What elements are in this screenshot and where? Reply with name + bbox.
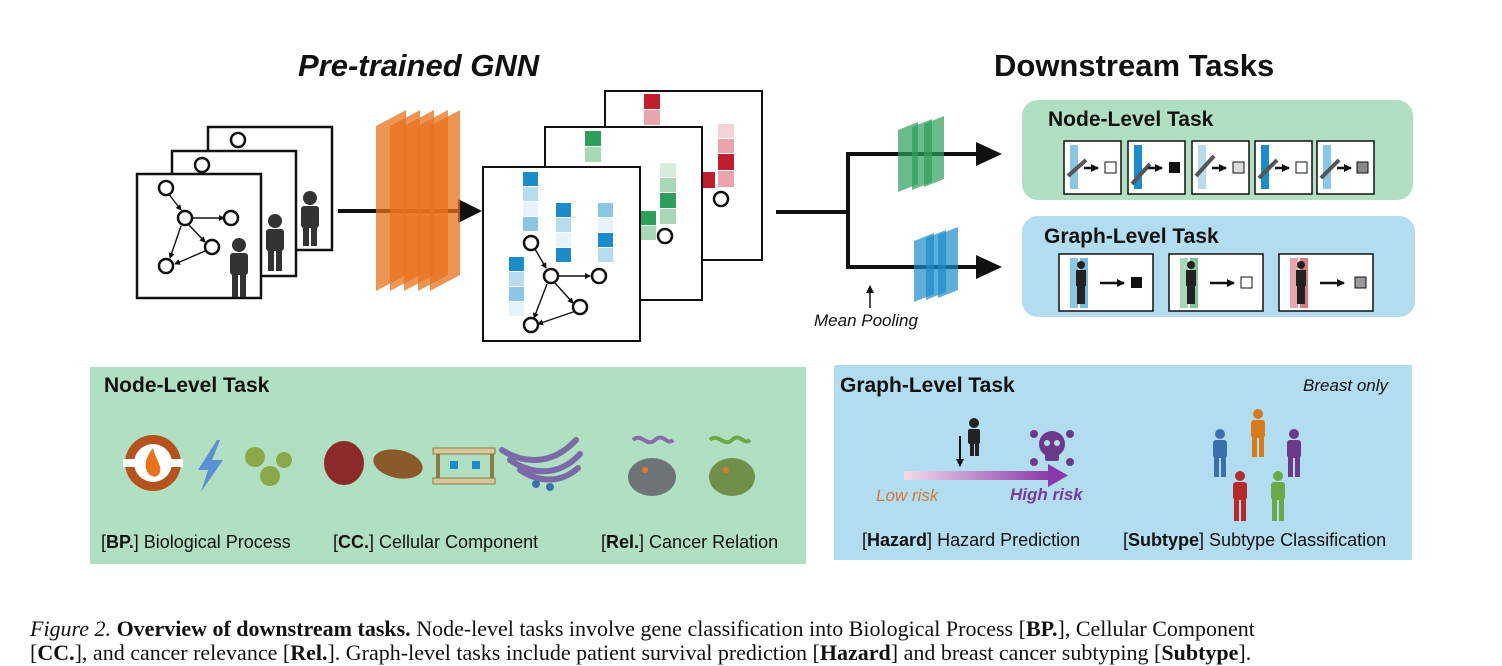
skull-icon: [1030, 430, 1074, 466]
person-icon: [266, 214, 284, 271]
top-node-level-title: Node-Level Task: [1048, 108, 1214, 131]
node-panel-icons: [123, 435, 755, 496]
node-projection-layer: [898, 116, 944, 192]
node-panel-title: Node-Level Task: [104, 374, 270, 397]
rel-label: [Rel.] Cancer Relation: [601, 532, 779, 552]
person-icon-green: [1271, 471, 1285, 521]
graph-level-panel: [834, 365, 1412, 560]
graph-panel-title: Graph-Level Task: [840, 374, 1015, 397]
membrane-icon: [432, 447, 496, 485]
graph-task-icons: [1058, 253, 1374, 312]
pipeline-diagram: [135, 90, 1415, 342]
person-icon-orange: [1251, 409, 1265, 457]
downstream-tasks-title: Downstream Tasks: [994, 48, 1275, 83]
cc-label: [CC.] Cellular Component: [333, 532, 539, 552]
low-risk-label: Low risk: [876, 486, 939, 505]
embedding-graph-stack: [482, 90, 763, 342]
mean-pooling-label: Mean Pooling: [814, 311, 918, 330]
person-icon: [230, 238, 248, 297]
golgi-icon: [499, 437, 583, 483]
gears-icon: [245, 447, 292, 486]
graph-projection-layer: [914, 227, 958, 302]
person-icon-blue: [1213, 429, 1227, 477]
cancer-cell-dna-icon: [628, 435, 676, 496]
subtype-label: [Subtype] Subtype Classification: [1123, 530, 1387, 550]
patient-icon: [968, 418, 980, 456]
input-graph-stack: [135, 125, 334, 300]
high-risk-label: High risk: [1010, 485, 1083, 504]
person-icon: [301, 191, 319, 246]
breast-only-note: Breast only: [1303, 376, 1389, 395]
cancer-cell-dna-icon: [708, 435, 755, 496]
person-icon-purple: [1287, 429, 1301, 477]
node-task-icons: [1063, 140, 1375, 195]
graph-panel-icons: [904, 409, 1301, 521]
figure-caption-line1: Figure 2. Overview of downstream tasks. …: [30, 616, 1255, 641]
fire-cell-icon: [123, 435, 183, 491]
gnn-layers: [376, 110, 460, 291]
cell-icon: [324, 441, 364, 485]
person-icon-red: [1233, 471, 1247, 521]
top-graph-level-title: Graph-Level Task: [1044, 225, 1219, 248]
pretrained-gnn-title: Pre-trained GNN: [298, 48, 540, 83]
risk-gradient-arrow: [904, 471, 1050, 480]
lightning-icon: [198, 440, 223, 492]
bp-label: [BP.] Biological Process: [101, 532, 291, 552]
figure-caption-line2: [CC.], and cancer relevance [Rel.]. Grap…: [30, 640, 1252, 665]
hazard-label: [Hazard] Hazard Prediction: [862, 530, 1081, 550]
mitochondria-icon: [373, 449, 423, 479]
